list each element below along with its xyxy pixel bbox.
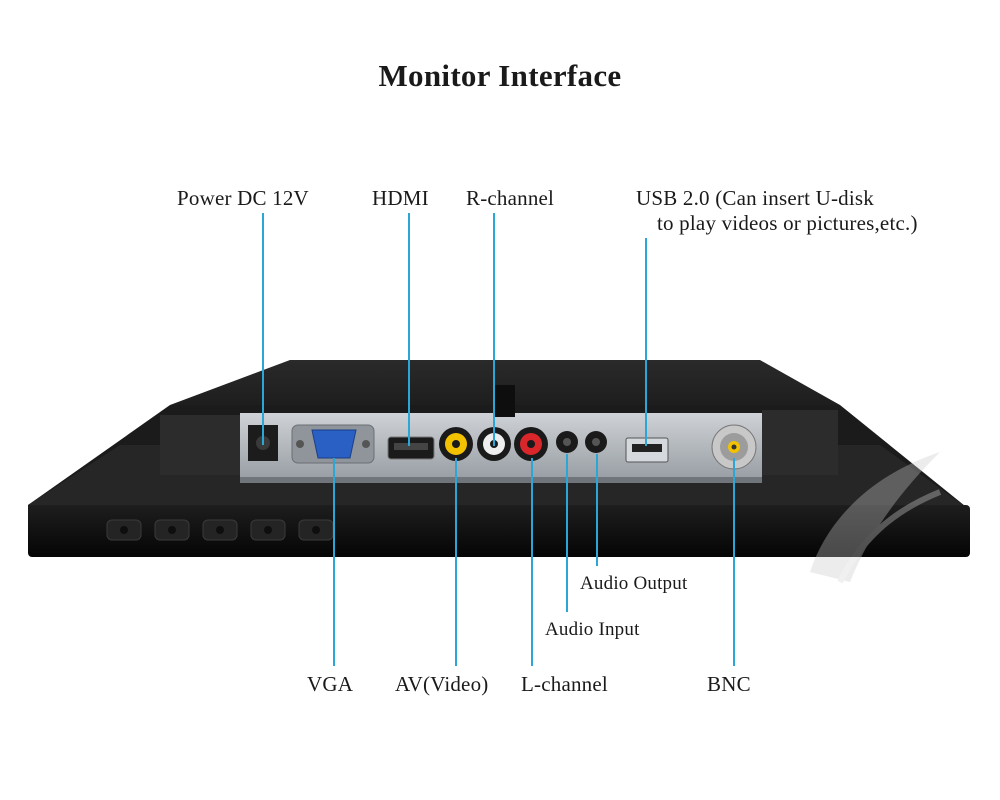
leader-r-channel xyxy=(493,213,495,446)
leader-av xyxy=(455,458,457,666)
label-usb-line1: USB 2.0 (Can insert U-disk xyxy=(636,186,874,210)
leader-usb xyxy=(645,238,647,446)
leader-vga xyxy=(333,458,335,666)
label-hdmi: HDMI xyxy=(372,186,429,210)
label-l-channel: L-channel xyxy=(521,672,608,696)
leader-power xyxy=(262,213,264,445)
label-bnc: BNC xyxy=(707,672,751,696)
page-title: Monitor Interface xyxy=(378,58,622,93)
label-r-channel: R-channel xyxy=(466,186,555,210)
leader-audio-output xyxy=(596,454,598,566)
label-power: Power DC 12V xyxy=(177,186,309,210)
label-vga: VGA xyxy=(307,672,354,696)
label-audio-input: Audio Input xyxy=(545,619,640,640)
label-usb-line2: to play videos or pictures,etc.) xyxy=(657,211,918,235)
leader-l-channel xyxy=(531,458,533,666)
label-av: AV(Video) xyxy=(395,672,489,696)
leader-audio-input xyxy=(566,454,568,612)
label-audio-output: Audio Output xyxy=(580,573,688,594)
leader-bnc xyxy=(733,458,735,666)
leader-hdmi xyxy=(408,213,410,446)
